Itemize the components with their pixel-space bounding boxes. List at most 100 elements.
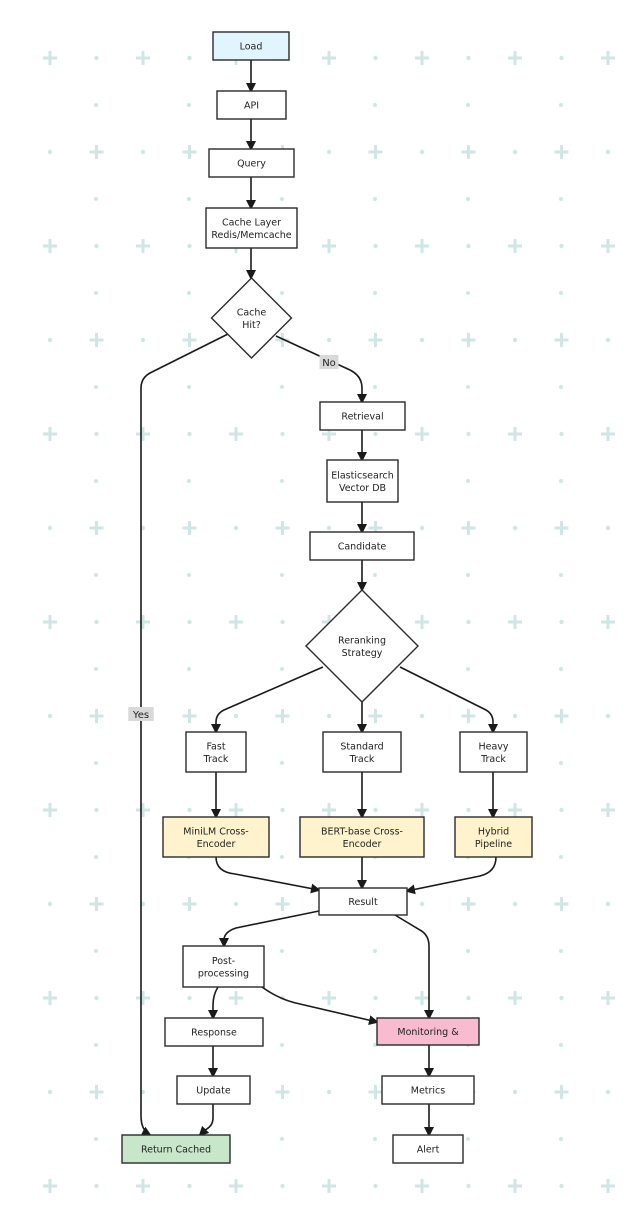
node-box xyxy=(299,816,425,858)
pattern-dot xyxy=(559,855,563,859)
pattern-dot xyxy=(94,197,98,201)
pattern-dot xyxy=(605,713,611,719)
node-response[interactable]: Response xyxy=(164,1017,264,1047)
node-box xyxy=(459,731,528,773)
pattern-dot xyxy=(187,197,191,201)
node-label: Track xyxy=(480,754,506,765)
node-label: Cache xyxy=(237,307,267,318)
node-api[interactable]: API xyxy=(216,90,287,120)
pattern-dot xyxy=(373,1137,377,1141)
node-box xyxy=(164,1017,264,1047)
node-box xyxy=(212,31,290,61)
pattern-dot xyxy=(559,385,563,389)
pattern-dot xyxy=(605,1089,611,1095)
node-candidate[interactable]: Candidate xyxy=(309,531,415,561)
pattern-dot xyxy=(280,291,284,295)
node-minilm[interactable]: MiniLM Cross-Encoder xyxy=(162,816,270,858)
pattern-dot xyxy=(466,197,470,201)
node-alert[interactable]: Alert xyxy=(392,1134,464,1164)
node-label: Hybrid xyxy=(478,826,509,837)
node-label: Query xyxy=(237,159,266,170)
pattern-dot xyxy=(94,855,98,859)
pattern-dot xyxy=(140,901,146,907)
pattern-dot xyxy=(373,385,377,389)
pattern-dot xyxy=(373,807,378,813)
pattern-dot xyxy=(373,573,377,577)
node-update[interactable]: Update xyxy=(176,1075,251,1105)
node-load[interactable]: Load xyxy=(212,31,290,61)
pattern-dot xyxy=(466,243,471,249)
pattern-dot xyxy=(47,1089,53,1095)
pattern-dot xyxy=(466,667,470,671)
node-box xyxy=(185,731,247,773)
node-label: API xyxy=(244,101,259,112)
pattern-dot xyxy=(605,525,611,531)
node-label: Strategy xyxy=(342,648,383,659)
node-bert[interactable]: BERT-base Cross-Encoder xyxy=(299,816,425,858)
node-query[interactable]: Query xyxy=(208,148,295,178)
node-label: Monitoring & xyxy=(397,1027,459,1038)
edges-layer xyxy=(140,60,498,1137)
pattern-dot xyxy=(94,995,99,1001)
pattern-dot xyxy=(466,55,471,61)
edge-reranking-to-fast_track xyxy=(211,666,324,734)
pattern-dot xyxy=(419,337,425,343)
edge-label-background xyxy=(128,707,154,721)
node-label: Pipeline xyxy=(475,839,512,850)
pattern-dot xyxy=(559,761,563,765)
pattern-dot xyxy=(47,149,53,155)
pattern-dot xyxy=(187,995,192,1001)
pattern-dot xyxy=(94,761,98,765)
pattern-dot xyxy=(187,1183,192,1189)
pattern-dot xyxy=(559,573,563,577)
pattern-dot xyxy=(373,103,377,107)
edge-cache_hit-to-return_cached xyxy=(140,333,229,1136)
edge-result-to-post_processing xyxy=(219,910,320,948)
node-box xyxy=(322,731,402,773)
pattern-dot xyxy=(140,1089,146,1095)
pattern-dot xyxy=(187,243,192,249)
node-result[interactable]: Result xyxy=(318,887,408,916)
pattern-dot xyxy=(559,55,564,61)
node-label: Elasticsearch xyxy=(331,470,394,481)
pattern-dot xyxy=(326,149,332,155)
pattern-dot xyxy=(280,761,284,765)
node-box xyxy=(454,816,533,858)
pattern-dot xyxy=(605,149,611,155)
pattern-dot xyxy=(280,385,284,389)
node-monitoring[interactable]: Monitoring & xyxy=(376,1017,480,1046)
pattern-dot xyxy=(187,291,191,295)
pattern-dot xyxy=(280,619,285,625)
node-box xyxy=(381,1075,475,1105)
node-label: Standard xyxy=(340,741,383,752)
node-box xyxy=(121,1134,231,1164)
edge-label-background xyxy=(319,355,339,369)
pattern-dot xyxy=(466,573,470,577)
edge-label-text: Yes xyxy=(132,710,149,721)
node-box xyxy=(182,945,265,988)
edge-label-text: No xyxy=(322,358,336,369)
node-label: Update xyxy=(196,1086,231,1097)
pattern-dot xyxy=(466,291,470,295)
node-metrics[interactable]: Metrics xyxy=(381,1075,475,1105)
node-post-processing[interactable]: Post-processing xyxy=(182,945,265,988)
pattern-dot xyxy=(280,479,284,483)
node-label: Cache Layer xyxy=(222,217,281,228)
node-return-cached[interactable]: Return Cached xyxy=(121,1134,231,1164)
decision-diamond xyxy=(305,589,419,703)
node-retrieval[interactable]: Retrieval xyxy=(319,401,406,431)
pattern-dot xyxy=(280,1137,284,1141)
node-label: MiniLM Cross- xyxy=(183,826,248,837)
pattern-dot xyxy=(187,431,192,437)
